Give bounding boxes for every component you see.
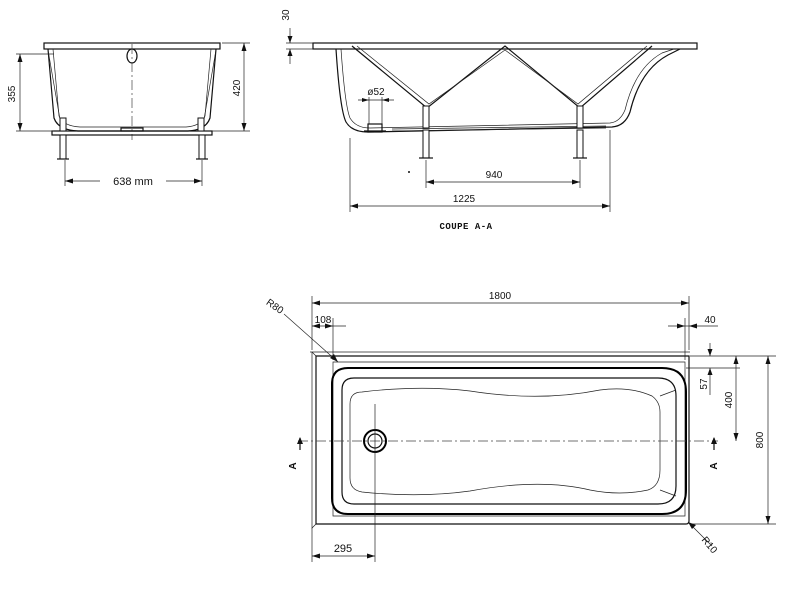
r80-leader xyxy=(283,313,339,363)
section-view: ø52 30 940 1225 COUPE A-A xyxy=(281,9,698,232)
dim-r10-label: R10 xyxy=(699,535,720,556)
dim-420-label: 420 xyxy=(232,79,243,96)
dim-30-label: 30 xyxy=(281,9,292,21)
dim-1800-label: 1800 xyxy=(489,291,512,302)
plan-view: 1800 108 40 R80 57 400 xyxy=(264,291,776,562)
section-rim xyxy=(312,42,698,50)
dim-400-label: 400 xyxy=(724,391,735,408)
side-leg-top-left xyxy=(59,117,67,132)
section-leg-right xyxy=(576,129,584,159)
section-leg-top-left xyxy=(422,105,430,129)
section-drain xyxy=(367,123,383,133)
plan-bottom-contour xyxy=(349,387,661,496)
dim-638-label: 638 mm xyxy=(113,176,153,188)
dim-1225-label: 1225 xyxy=(453,194,476,205)
section-marker-right: A xyxy=(709,462,720,469)
plan-basin-outer xyxy=(331,367,687,515)
dim-355-label: 355 xyxy=(7,85,18,102)
section-leg-top-right xyxy=(576,105,584,129)
dim-108-label: 108 xyxy=(315,315,332,326)
section-marker-left: A xyxy=(288,462,299,469)
section-leg-left xyxy=(422,129,430,159)
plan-basin-inner xyxy=(341,377,677,505)
dim-295-label: 295 xyxy=(334,543,352,555)
section-shell-inner xyxy=(340,48,675,129)
side-leg-top-right xyxy=(197,117,205,132)
dim-40-label: 40 xyxy=(704,315,716,326)
side-view: 420 355 638 mm xyxy=(7,42,250,188)
section-shell-outer xyxy=(335,48,681,133)
dim-940-label: 940 xyxy=(486,170,503,181)
side-leg-right xyxy=(198,134,206,160)
side-base-frame xyxy=(51,130,213,136)
section-truss xyxy=(351,45,653,109)
dim-r80-label: R80 xyxy=(264,297,286,317)
dim-drain-label: ø52 xyxy=(367,87,385,98)
dim-57-label: 57 xyxy=(699,378,710,390)
dim-800-label: 800 xyxy=(755,431,766,448)
side-leg-left xyxy=(59,134,67,160)
section-caption: COUPE A-A xyxy=(439,222,492,232)
plan-outer-rim xyxy=(315,355,690,525)
